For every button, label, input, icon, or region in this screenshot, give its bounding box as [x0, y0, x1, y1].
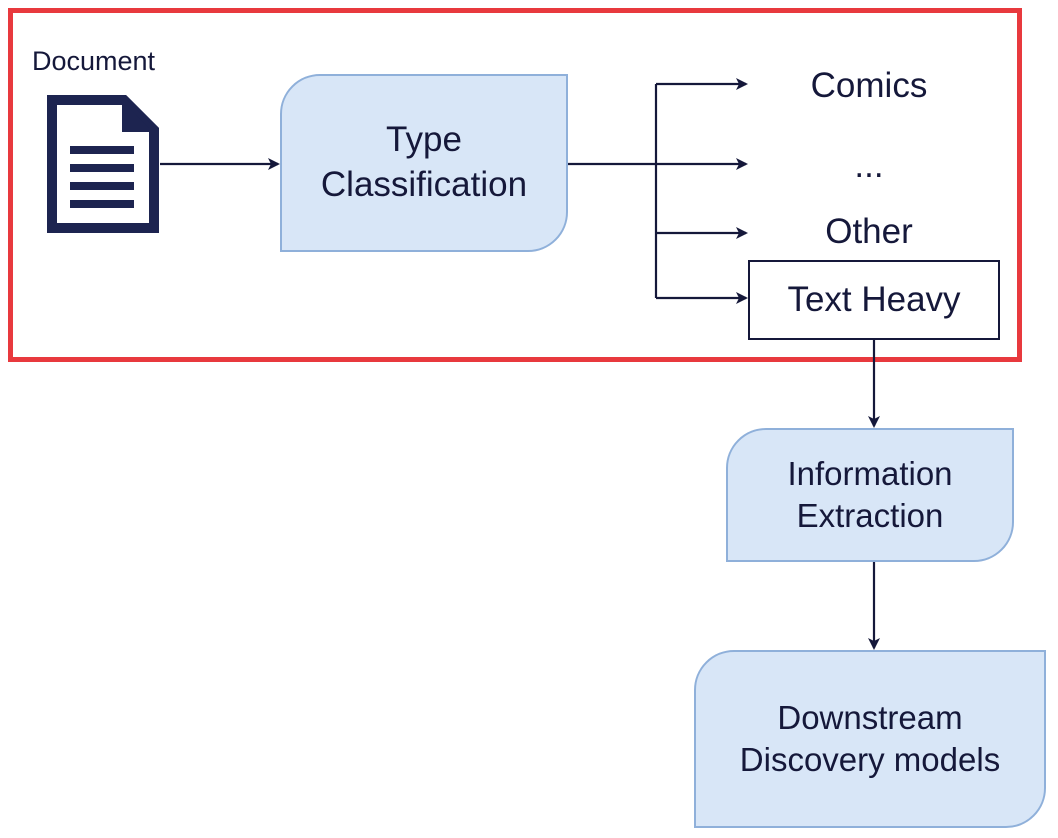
type-classification-line1: Type — [386, 120, 462, 160]
downstream-discovery-line2: Discovery models — [739, 741, 1001, 778]
document-icon — [47, 95, 159, 233]
classification-highlight-frame — [8, 8, 1022, 362]
information-extraction-node: Information Extraction — [726, 428, 1014, 562]
document-label: Document — [32, 46, 156, 76]
type-classification-node: Type Classification — [280, 74, 568, 252]
information-extraction-line1: Information — [787, 454, 953, 492]
output-other-label: Other — [825, 212, 913, 251]
text-heavy-label: Text Heavy — [787, 280, 961, 319]
downstream-discovery-node: Downstream Discovery models — [694, 650, 1046, 828]
text-heavy-node: Text Heavy — [748, 260, 1000, 340]
output-comics-label: Comics — [810, 66, 928, 105]
output-ellipsis-label: ... — [854, 146, 884, 185]
type-classification-line2: Classification — [320, 165, 528, 204]
downstream-discovery-line1: Downstream — [777, 698, 963, 736]
information-extraction-line2: Extraction — [796, 497, 944, 534]
